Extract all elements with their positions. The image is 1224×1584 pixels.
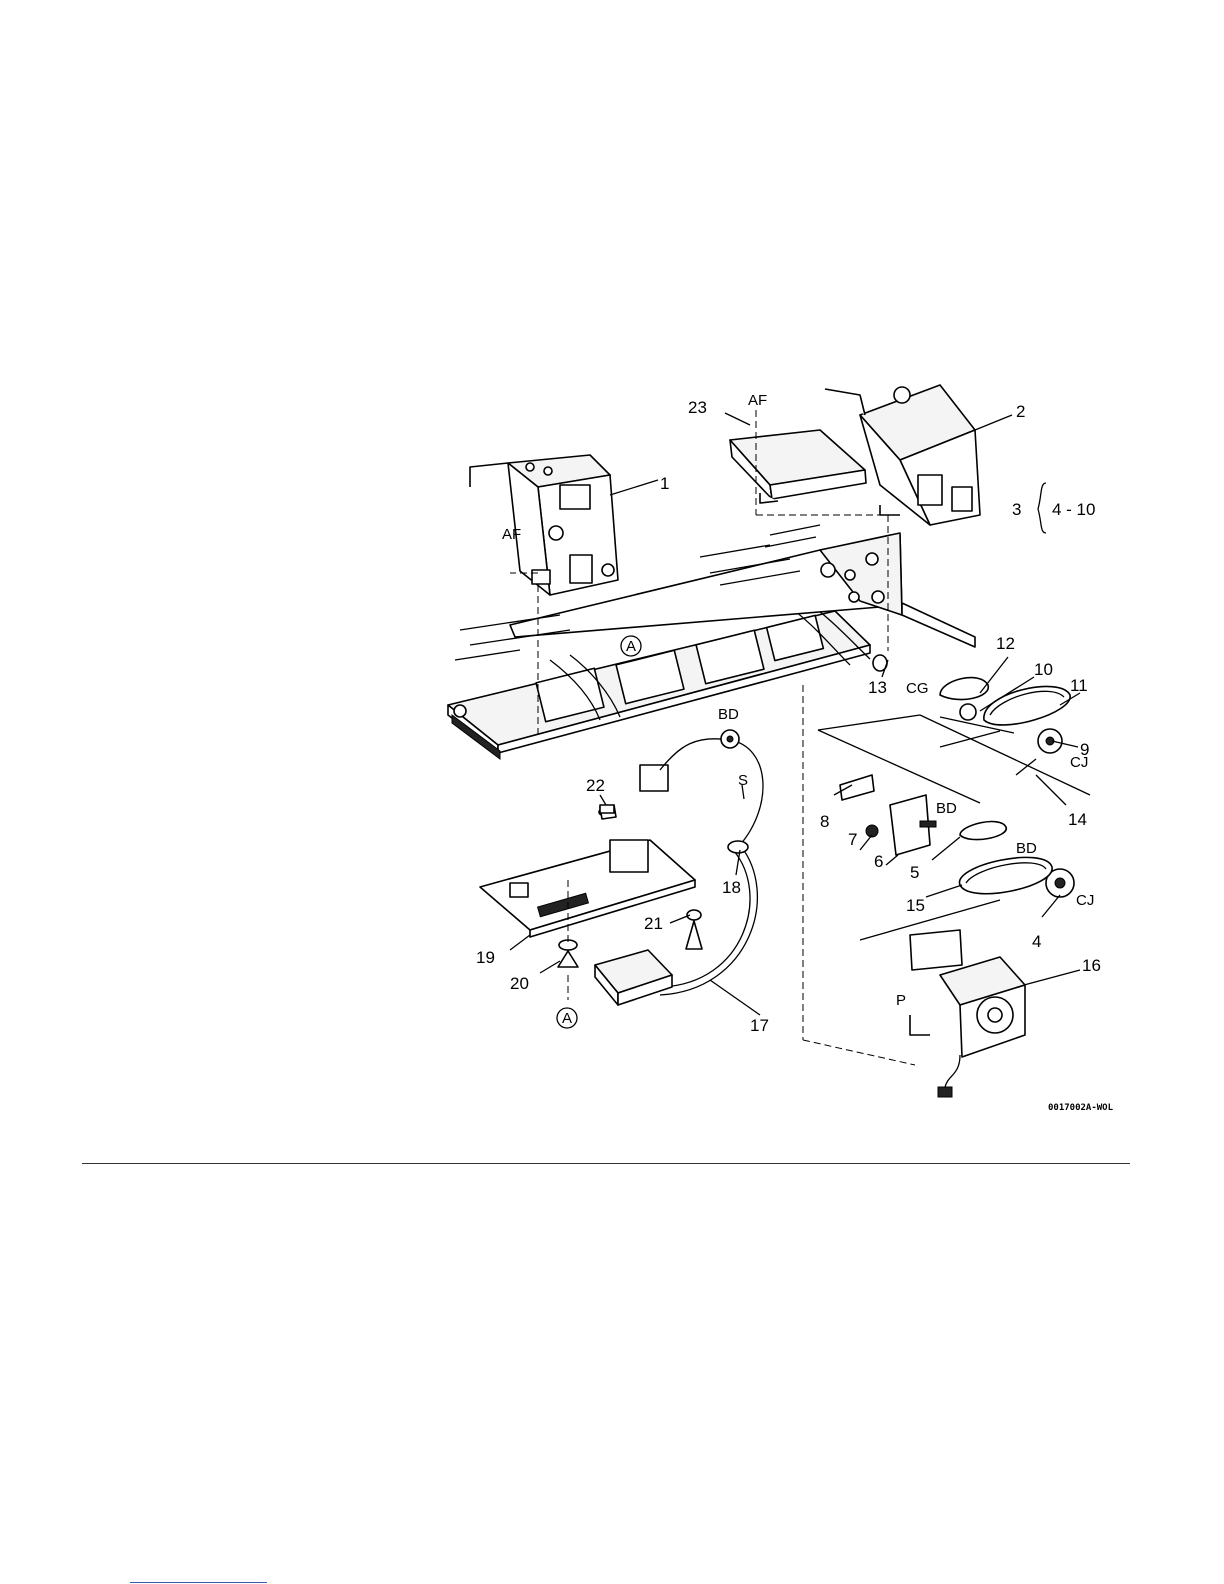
label-bd-bracket: BD (936, 800, 957, 817)
label-af-left: AF (502, 526, 521, 543)
footer-link-underline (130, 1582, 267, 1583)
exploded-parts-diagram: 1 2 3 4 - 10 4 5 6 7 8 9 10 11 12 13 14 … (440, 375, 1130, 1120)
callout-13: 13 (868, 678, 887, 697)
part-1-bracket (470, 455, 618, 595)
callout-11: 11 (1070, 676, 1088, 695)
part-23-cover (730, 430, 866, 503)
callout-19: 19 (476, 948, 495, 967)
figure-id: 0017002A-WOL (1048, 1103, 1114, 1113)
range-bracket (1038, 483, 1046, 533)
callout-4: 4 (1032, 932, 1041, 951)
label-s: S (738, 772, 748, 789)
callout-18: 18 (722, 878, 741, 897)
label-cg: CG (906, 680, 929, 697)
label-a-upper: A (626, 638, 636, 655)
callout-16: 16 (1082, 956, 1101, 975)
label-af-top: AF (748, 392, 767, 409)
callout-23: 23 (688, 398, 707, 417)
label-bd-cable: BD (718, 706, 739, 723)
diagram-artwork: 1 2 3 4 - 10 4 5 6 7 8 9 10 11 12 13 14 … (440, 375, 1130, 1120)
callout-15: 15 (906, 896, 925, 915)
callout-3: 3 (1012, 500, 1021, 519)
callout-22: 22 (586, 776, 605, 795)
label-a-lower: A (562, 1010, 572, 1027)
callout-2: 2 (1016, 402, 1025, 421)
section-divider (82, 1163, 1130, 1164)
part-16-motor (910, 930, 1025, 1097)
bracket-range: 4 - 10 (1052, 500, 1095, 519)
label-bd-pulley: BD (1016, 840, 1037, 857)
callout-20: 20 (510, 974, 529, 993)
callout-5: 5 (910, 863, 919, 882)
callout-17: 17 (750, 1016, 769, 1035)
callout-6: 6 (874, 852, 883, 871)
callout-10: 10 (1034, 660, 1053, 679)
label-p: P (896, 992, 906, 1009)
callout-1: 1 (660, 474, 669, 493)
callout-12: 12 (996, 634, 1015, 653)
callout-14: 14 (1068, 810, 1087, 829)
label-cj-upper: CJ (1070, 754, 1088, 771)
callout-21: 21 (644, 914, 663, 933)
callout-7: 7 (848, 830, 857, 849)
label-cj-lower: CJ (1076, 892, 1094, 909)
callout-8: 8 (820, 812, 829, 831)
